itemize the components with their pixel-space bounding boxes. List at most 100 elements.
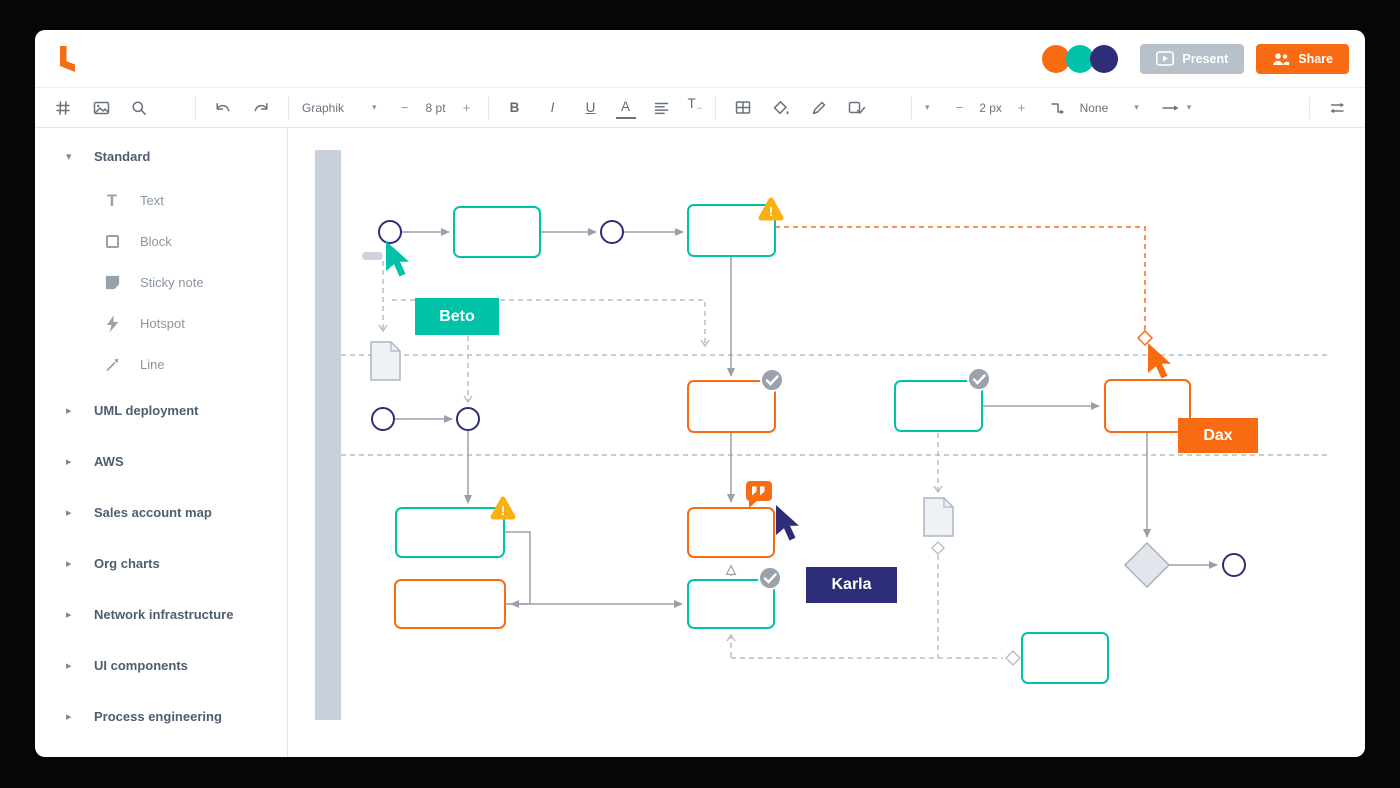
comment-icon[interactable] [746, 481, 772, 508]
sidebar-item-block[interactable]: Block [35, 221, 287, 262]
present-button[interactable]: Present [1140, 43, 1245, 74]
text-options-minus: − [696, 102, 703, 113]
sidebar-item-line[interactable]: Line [35, 344, 287, 385]
sidebar-section-network-infrastructure[interactable]: ▸ Network infrastructure [66, 607, 234, 622]
flow-node-orange-2[interactable] [687, 380, 776, 433]
font-size-value[interactable]: 8 pt [425, 100, 446, 115]
fill-color-button[interactable] [767, 95, 795, 121]
insert-image-button[interactable] [87, 95, 115, 121]
connector[interactable] [504, 531, 531, 608]
chevron-right-icon: ▸ [66, 456, 72, 468]
connector-endpoint-handle[interactable] [1136, 329, 1154, 347]
flow-node-circle-2[interactable] [600, 220, 624, 244]
search-icon [132, 100, 146, 115]
flow-node-circle-3[interactable] [371, 407, 395, 431]
collaborator-cursor-karla [776, 505, 799, 541]
dashed-connector[interactable] [392, 299, 710, 348]
flow-node-end-circle[interactable] [1222, 553, 1246, 577]
flow-node-teal-4[interactable] [687, 579, 775, 629]
connector-diamond-endpoint[interactable] [931, 541, 945, 555]
swap-arrows-icon [1330, 102, 1344, 113]
font-family-select[interactable]: Graphik ▾ [302, 101, 377, 115]
swimlane-header-bar[interactable] [315, 150, 341, 720]
swap-arrows-button[interactable] [1323, 95, 1351, 121]
chevron-right-icon: ▸ [66, 609, 72, 621]
flow-node-start-1[interactable] [378, 220, 402, 244]
collaborator-avatar-indigo[interactable] [1090, 44, 1119, 73]
check-badge[interactable] [760, 368, 784, 392]
chevron-right-icon: ▸ [66, 558, 72, 570]
undo-button[interactable] [209, 95, 237, 121]
sidebar-item-hotspot[interactable]: Hotspot [35, 303, 287, 344]
line-width-decrease-button[interactable]: − [952, 100, 968, 115]
sidebar-section-ui-components[interactable]: ▸ UI components [66, 658, 188, 673]
redo-button[interactable] [247, 95, 275, 121]
flow-node-teal-1[interactable] [453, 206, 541, 258]
line-style-button[interactable] [805, 95, 833, 121]
sidebar-item-text[interactable]: T Text [35, 180, 287, 221]
text-align-button[interactable] [648, 95, 676, 121]
warning-badge[interactable]: ! [758, 197, 784, 221]
block-icon [101, 232, 123, 252]
warning-badge[interactable]: ! [490, 496, 516, 520]
flow-node-teal-5[interactable] [894, 380, 983, 432]
toolbar-divider [487, 96, 489, 119]
flow-node-teal-3[interactable] [395, 507, 505, 558]
line-color-dropdown[interactable]: ▾ [925, 102, 930, 112]
flow-node-decision-diamond[interactable] [1123, 541, 1171, 589]
sidebar-section-sales-account-map[interactable]: ▸ Sales account map [66, 505, 212, 520]
line-width-value[interactable]: 2 px [979, 100, 1002, 115]
text-options-label: T [687, 95, 696, 111]
diagram-canvas-area[interactable]: ! ! [288, 128, 1365, 757]
font-family-value: Graphik [302, 100, 345, 115]
toolbar-divider [288, 96, 289, 119]
selected-dashed-connector[interactable] [775, 226, 1146, 330]
redo-icon [254, 103, 268, 112]
table-button[interactable] [729, 95, 757, 121]
collaborator-avatar-teal[interactable] [1066, 44, 1095, 73]
check-badge[interactable] [758, 566, 782, 590]
font-size-decrease-button[interactable]: − [397, 100, 413, 115]
share-button[interactable]: Share [1256, 43, 1349, 74]
flow-node-orange-4[interactable] [1104, 379, 1191, 433]
search-shapes-button[interactable] [125, 95, 153, 121]
collaborator-cursor-beto [386, 241, 409, 277]
text-options-button[interactable]: T− [688, 96, 703, 120]
flow-node-teal-2[interactable] [687, 204, 776, 257]
check-badge[interactable] [967, 367, 991, 391]
line-icon [101, 355, 123, 375]
shape-data-button[interactable] [843, 95, 871, 121]
flow-node-teal-6[interactable] [1021, 632, 1109, 684]
diagram-canvas[interactable]: ! ! [288, 128, 1364, 757]
line-width-increase-button[interactable]: + [1014, 100, 1030, 115]
connector-diamond-endpoint[interactable] [1005, 650, 1021, 666]
endpoint-style-select[interactable]: None ▾ [1080, 101, 1139, 115]
collaborator-avatar-orange[interactable] [1042, 44, 1071, 73]
standard-shape-items: T Text Block Sticky note [35, 180, 287, 385]
arrowhead-select[interactable]: ▾ [1161, 102, 1191, 114]
present-play-icon [1156, 51, 1175, 66]
sidebar-section-process-engineering[interactable]: ▸ Process engineering [66, 709, 222, 724]
sidebar-section-standard[interactable]: ▾ Standard [66, 148, 151, 164]
sidebar-section-aws[interactable]: ▸ AWS [66, 454, 124, 469]
flow-node-document-1[interactable] [370, 341, 401, 381]
flow-node-circle-4[interactable] [456, 407, 480, 431]
font-color-button[interactable]: A [615, 97, 636, 119]
sidebar-section-org-charts[interactable]: ▸ Org charts [66, 556, 160, 571]
hotspot-icon [101, 314, 123, 334]
connector-type-button[interactable] [1044, 95, 1072, 121]
object-style-group [729, 95, 871, 121]
flow-node-orange-1[interactable] [394, 579, 506, 629]
bold-button[interactable]: B [502, 96, 528, 120]
app-logo[interactable] [51, 43, 81, 75]
italic-button[interactable]: I [540, 96, 566, 120]
sidebar-section-uml-deployment[interactable]: ▸ UML deployment [66, 403, 199, 418]
flow-node-document-2[interactable] [923, 497, 954, 537]
sidebar-item-sticky-note[interactable]: Sticky note [35, 262, 287, 303]
flow-node-orange-3[interactable] [687, 507, 775, 558]
shape-library-sidebar: ▾ Standard T Text Block Sticky note [35, 128, 288, 757]
underline-button[interactable]: U [578, 96, 604, 120]
share-people-icon [1273, 52, 1290, 65]
font-size-increase-button[interactable]: + [459, 100, 475, 115]
shapes-panel-button[interactable] [49, 95, 77, 121]
